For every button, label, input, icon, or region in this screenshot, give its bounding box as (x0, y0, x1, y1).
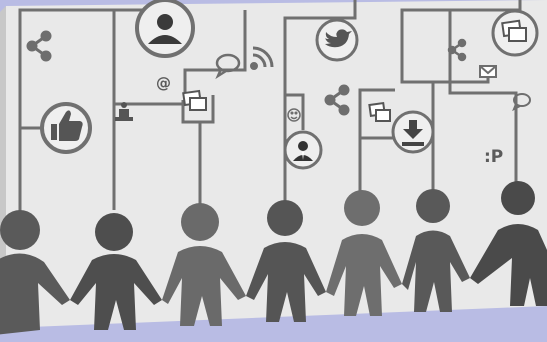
at-sign-label: @ (156, 74, 171, 92)
user-icon (137, 0, 193, 56)
download-icon (393, 112, 433, 152)
mail-icon (480, 66, 496, 77)
twitter-bird-icon (317, 20, 357, 60)
user-icon (285, 132, 321, 168)
photos-icon (493, 11, 537, 55)
emoticon-label: :P (484, 147, 503, 167)
thumbs-up-icon (42, 104, 90, 152)
